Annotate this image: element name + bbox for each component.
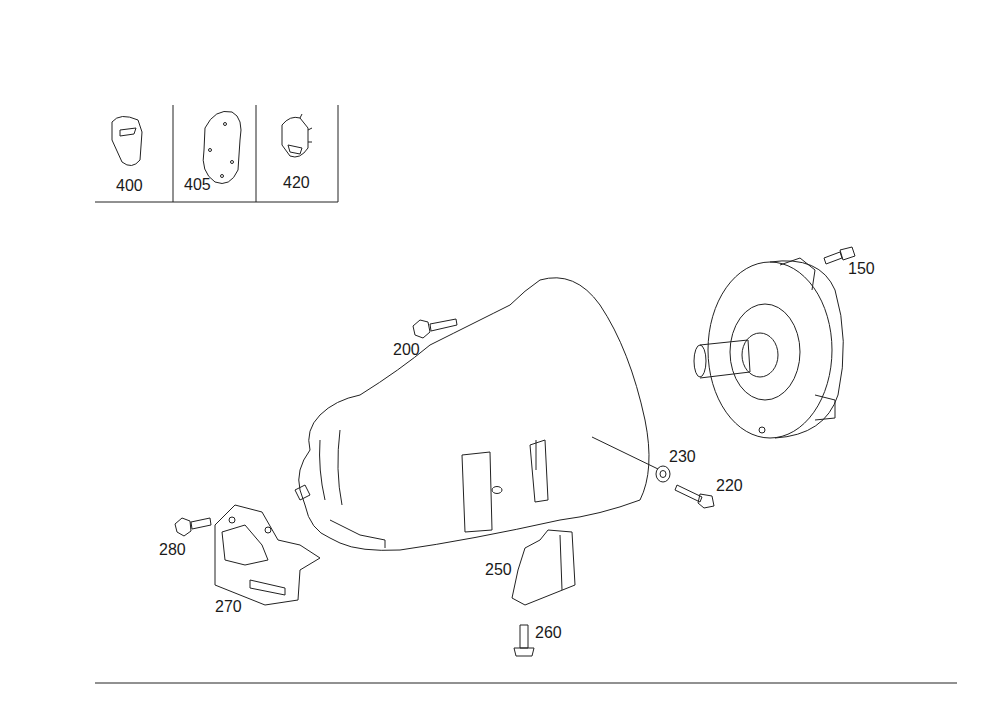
- callout-number: 420: [283, 174, 310, 192]
- callout-number: 400: [116, 177, 143, 195]
- callout-number: 270: [215, 598, 242, 616]
- torque-converter: [694, 258, 843, 438]
- callout-number: 150: [848, 260, 875, 278]
- bolt: [175, 518, 211, 536]
- callout-number: 200: [393, 341, 420, 359]
- page-rule: [95, 683, 957, 684]
- callout-number: 250: [485, 561, 512, 579]
- plate-part: [203, 111, 241, 183]
- callout-number: 230: [669, 448, 696, 466]
- inset-frame: [95, 105, 338, 202]
- washer: [656, 466, 670, 482]
- bolt: [514, 625, 534, 656]
- callout-number: 220: [716, 477, 743, 495]
- cover-part: [112, 116, 142, 165]
- transmission-housing: [299, 278, 649, 551]
- callout-number: 280: [159, 541, 186, 559]
- bolt: [675, 485, 714, 508]
- bolt: [413, 319, 457, 338]
- heat-shield: [512, 530, 575, 605]
- callout-number: 260: [535, 624, 562, 642]
- cap-part: [282, 117, 308, 157]
- leader-line: [592, 437, 658, 469]
- mount-bracket: [215, 505, 320, 605]
- callout-number: 405: [184, 176, 211, 194]
